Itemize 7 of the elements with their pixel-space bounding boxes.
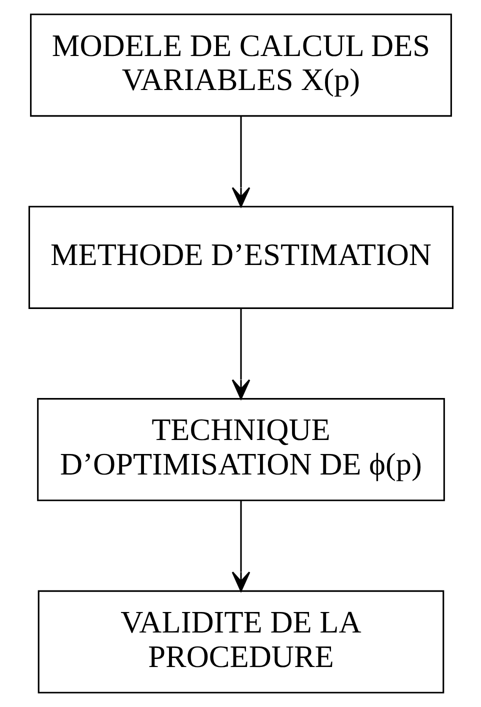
node-box: TECHNIQUE D’OPTIMISATION DE ϕ(p) [36, 398, 444, 502]
arrow [231, 308, 250, 400]
node-box: METHODE D’ESTIMATION [28, 206, 454, 309]
node-box: VALIDITE DE LA PROCEDURE [37, 590, 444, 694]
node-box: MODELE DE CALCUL DES VARIABLES X(p) [30, 14, 452, 117]
arrow [231, 116, 250, 208]
arrow [231, 500, 250, 592]
